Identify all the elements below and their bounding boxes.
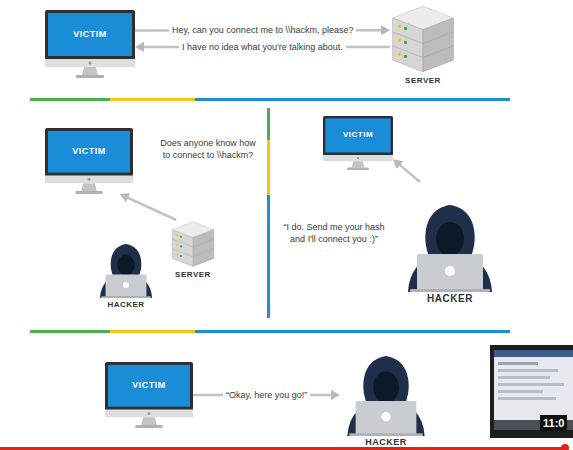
server-stack: SERVER xyxy=(165,220,221,280)
victim-icon xyxy=(45,10,135,78)
hacker-figure: HACKER xyxy=(95,230,157,310)
hacker-figure: HACKER xyxy=(400,182,500,304)
screen-label: VICTIM xyxy=(72,147,106,157)
progress-bar xyxy=(0,444,569,450)
victim-icon xyxy=(45,128,133,194)
text-holder: VICTIM xyxy=(45,10,135,59)
connector xyxy=(193,390,340,400)
node-label: HACKER xyxy=(107,301,144,310)
text-holder: HACKER xyxy=(400,292,500,304)
screen-label: VICTIM xyxy=(343,131,373,140)
connector xyxy=(135,25,390,35)
text-holder: VICTIM xyxy=(45,128,133,176)
speech-text: I have no idea what you're talking about… xyxy=(179,42,346,53)
video-duration: 11:0 xyxy=(540,415,567,431)
video-thumbnail xyxy=(490,345,573,438)
text-holder: HACKER xyxy=(340,436,432,448)
separator-line xyxy=(30,330,510,333)
victim-monitor: VICTIM xyxy=(45,10,135,78)
connector-line xyxy=(399,164,420,182)
arrow-head xyxy=(120,193,130,202)
victim-icon xyxy=(323,116,393,170)
separator-line xyxy=(267,108,270,318)
screen-label: VICTIM xyxy=(132,381,166,391)
speech-text: Does anyone know how to connect to \\hac… xyxy=(158,138,258,161)
node-label: HACKER xyxy=(427,293,473,304)
speech-text: “I do. Send me your hash and I'll connec… xyxy=(278,222,390,245)
victim-icon xyxy=(105,362,193,428)
speech-text: “Okay, here you go!” xyxy=(223,390,310,401)
server-stack: SERVER xyxy=(390,4,456,86)
text-holder: SERVER xyxy=(165,268,221,280)
connector xyxy=(120,193,176,220)
arrow-head xyxy=(331,390,340,400)
text-holder: VICTIM xyxy=(105,362,193,410)
text-holder: HACKER xyxy=(95,298,157,310)
text-holder: VICTIM xyxy=(323,116,393,155)
connector xyxy=(135,42,390,52)
arrow-head xyxy=(135,42,144,52)
server-icon xyxy=(165,220,221,268)
node-label: SERVER xyxy=(175,271,211,280)
server-icon xyxy=(390,4,456,74)
screen-label: VICTIM xyxy=(73,30,107,40)
victim-monitor: VICTIM xyxy=(105,362,193,428)
connector xyxy=(393,159,420,182)
hacker-figure: HACKER xyxy=(340,350,432,448)
hacker-icon xyxy=(95,230,157,298)
node-label: HACKER xyxy=(365,438,407,448)
node-label: SERVER xyxy=(405,77,441,86)
hacker-icon xyxy=(340,350,432,436)
arrow-head xyxy=(381,25,390,35)
victim-monitor: VICTIM xyxy=(45,128,133,194)
hacker-icon xyxy=(400,182,500,292)
speech-text: Hey, can you connect me to \\hackm, plea… xyxy=(169,25,356,36)
victim-monitor: VICTIM xyxy=(323,116,393,170)
separator-line xyxy=(30,98,510,101)
arrow-head xyxy=(393,159,403,169)
connector-line xyxy=(127,197,176,220)
text-holder: SERVER xyxy=(390,74,456,86)
